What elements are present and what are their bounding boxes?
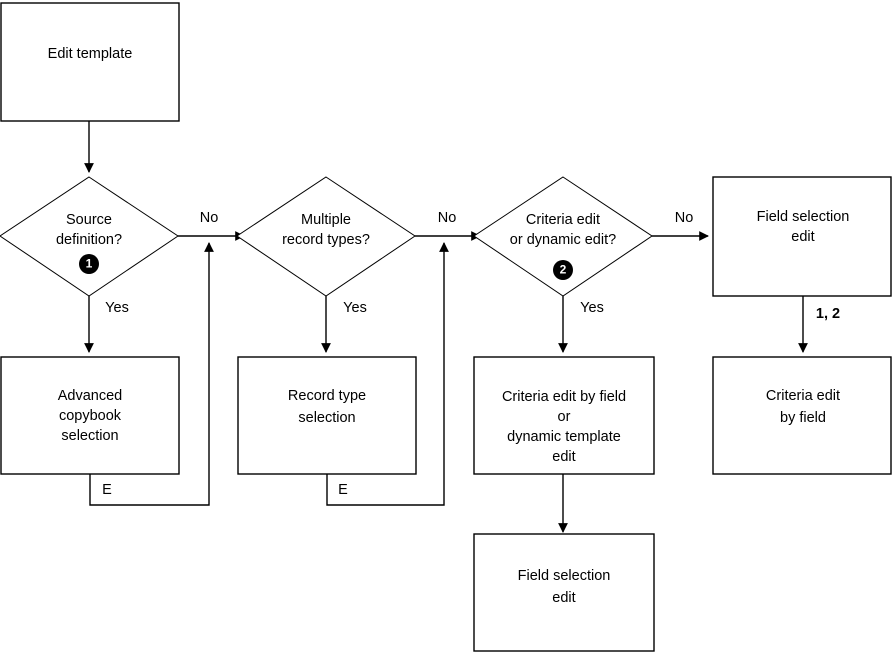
node-multiple-record-types-line2: record types?: [282, 232, 370, 248]
node-criteria-edit-by-field[interactable]: Criteria edit by field: [712, 356, 892, 475]
edge-record-type-loop-e: [326, 242, 449, 506]
node-advanced-copybook-selection-line3: selection: [61, 428, 118, 444]
edge-label-loop-e-1: E: [102, 482, 112, 498]
node-field-selection-edit-top-line1: Field selection: [757, 209, 850, 225]
node-multiple-record-types-diamond[interactable]: [236, 176, 416, 297]
node-advanced-copybook-selection[interactable]: Advanced copybook selection: [0, 356, 180, 475]
node-field-selection-edit-bottom-box[interactable]: [473, 533, 655, 652]
node-record-type-selection-line1: Record type: [288, 388, 366, 404]
node-record-type-selection-box[interactable]: [237, 356, 417, 475]
node-advanced-copybook-selection-line1: Advanced: [58, 388, 123, 404]
node-advanced-copybook-selection-line2: copybook: [59, 408, 122, 424]
node-field-selection-edit-top-box[interactable]: [712, 176, 892, 297]
node-source-definition-line1: Source: [66, 212, 112, 228]
edge-label-yes-1: Yes: [105, 300, 129, 316]
node-criteria-edit-or-dynamic-template-box[interactable]: [473, 356, 655, 475]
badge-two-label: 2: [560, 263, 567, 277]
node-field-selection-edit-top[interactable]: Field selection edit: [712, 176, 892, 297]
node-source-definition-line2: definition?: [56, 232, 122, 248]
node-criteria-edit-by-field-or-dynamic-template-edit[interactable]: Criteria edit by field or dynamic templa…: [473, 356, 655, 475]
node-criteria-edit-or-dynamic-template-line4: edit: [552, 449, 575, 465]
node-record-type-selection-line2: selection: [298, 410, 355, 426]
edge-label-yes-2: Yes: [343, 300, 367, 316]
node-edit-template-box[interactable]: [0, 2, 180, 122]
edge-label-no-1: No: [200, 210, 219, 226]
node-criteria-edit-or-dynamic-template-line1: Criteria edit by field: [502, 389, 626, 405]
badge-one-circle: [79, 254, 99, 274]
edge-label-yes-3: Yes: [580, 300, 604, 316]
node-multiple-record-types-line1: Multiple: [301, 212, 351, 228]
node-criteria-or-dynamic-line1: Criteria edit: [526, 212, 600, 228]
node-criteria-edit-or-dynamic-template-line2: or: [558, 409, 571, 425]
node-criteria-edit-or-dynamic-template-line3: dynamic template: [507, 429, 621, 445]
node-edit-template-label: Edit template: [48, 46, 133, 62]
node-criteria-edit-by-field-line1: Criteria edit: [766, 388, 840, 404]
node-criteria-edit-by-field-line2: by field: [780, 410, 826, 426]
node-field-selection-edit-bottom[interactable]: Field selection edit: [473, 533, 655, 652]
edge-label-no-3: No: [675, 210, 694, 226]
node-record-type-selection[interactable]: Record type selection: [237, 356, 417, 475]
node-field-selection-edit-bottom-line1: Field selection: [518, 568, 611, 584]
node-field-selection-edit-top-line2: edit: [791, 229, 814, 245]
node-criteria-or-dynamic[interactable]: Criteria edit or dynamic edit? 2: [473, 176, 653, 297]
badge-one-label: 1: [86, 257, 93, 271]
node-source-definition-diamond[interactable]: [0, 176, 179, 297]
node-field-selection-edit-bottom-line2: edit: [552, 590, 575, 606]
node-source-definition[interactable]: Source definition? 1: [0, 176, 179, 297]
edge-label-no-2: No: [438, 210, 457, 226]
edge-label-one-two: 1, 2: [816, 306, 840, 322]
badge-two-circle: [553, 260, 573, 280]
node-criteria-or-dynamic-line2: or dynamic edit?: [510, 232, 616, 248]
node-criteria-or-dynamic-diamond[interactable]: [473, 176, 653, 297]
edge-advanced-copybook-loop-e: [89, 242, 214, 506]
node-advanced-copybook-selection-box[interactable]: [0, 356, 180, 475]
edge-label-loop-e-2: E: [338, 482, 348, 498]
node-edit-template[interactable]: Edit template: [0, 2, 180, 122]
node-multiple-record-types[interactable]: Multiple record types?: [236, 176, 416, 297]
node-criteria-edit-by-field-box[interactable]: [712, 356, 892, 475]
